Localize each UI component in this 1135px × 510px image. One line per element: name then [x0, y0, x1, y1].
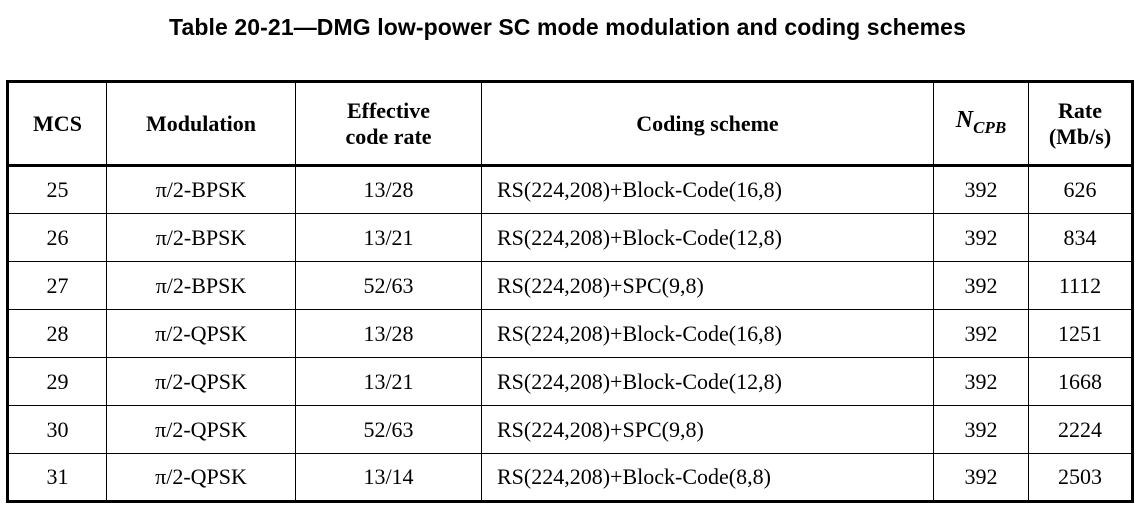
cell-modulation: π/2-QPSK [106, 453, 296, 502]
header-code-rate-line2: code rate [345, 123, 432, 149]
cell-modulation: π/2-BPSK [106, 165, 296, 214]
header-rate: Rate (Mb/s) [1028, 81, 1133, 167]
table-row: 31 π/2-QPSK 13/14 RS(224,208)+Block-Code… [7, 453, 1133, 502]
cell-modulation: π/2-BPSK [106, 213, 296, 262]
cell-mcs: 26 [7, 213, 107, 262]
cell-rate: 1251 [1028, 309, 1133, 358]
table-body: 25 π/2-BPSK 13/28 RS(224,208)+Block-Code… [7, 165, 1133, 502]
cell-rate: 834 [1028, 213, 1133, 262]
header-code-rate-line1: Effective [346, 97, 431, 123]
cell-ncpb: 392 [933, 405, 1029, 454]
cell-coding-scheme: RS(224,208)+SPC(9,8) [481, 261, 934, 310]
cell-mcs: 30 [7, 405, 107, 454]
cell-modulation: π/2-QPSK [106, 309, 296, 358]
header-modulation: Modulation [106, 81, 296, 167]
header-ncpb-main: N [955, 106, 974, 133]
cell-coding-scheme: RS(224,208)+Block-Code(8,8) [481, 453, 934, 502]
cell-coding-scheme: RS(224,208)+SPC(9,8) [481, 405, 934, 454]
cell-modulation: π/2-BPSK [106, 261, 296, 310]
header-mcs: MCS [7, 81, 107, 167]
table-caption: Table 20-21—DMG low-power SC mode modula… [169, 14, 966, 40]
cell-ncpb: 392 [933, 213, 1029, 262]
header-ncpb-sub: CPB [973, 117, 1007, 137]
cell-mcs: 25 [7, 165, 107, 214]
header-rate-line2: (Mb/s) [1048, 123, 1112, 149]
table-row: 28 π/2-QPSK 13/28 RS(224,208)+Block-Code… [7, 309, 1133, 358]
cell-ncpb: 392 [933, 165, 1029, 214]
cell-code-rate: 13/21 [295, 213, 482, 262]
table-row: 26 π/2-BPSK 13/21 RS(224,208)+Block-Code… [7, 213, 1133, 262]
table-header: MCS Modulation Effective code rate Codin… [7, 81, 1133, 167]
cell-modulation: π/2-QPSK [106, 405, 296, 454]
cell-modulation: π/2-QPSK [106, 357, 296, 406]
cell-mcs: 29 [7, 357, 107, 406]
cell-coding-scheme: RS(224,208)+Block-Code(16,8) [481, 165, 934, 214]
cell-rate: 626 [1028, 165, 1133, 214]
header-coding-scheme: Coding scheme [481, 81, 934, 167]
cell-mcs: 28 [7, 309, 107, 358]
cell-coding-scheme: RS(224,208)+Block-Code(16,8) [481, 309, 934, 358]
cell-rate: 1668 [1028, 357, 1133, 406]
header-ncpb-symbol: NCPB [955, 106, 1006, 137]
cell-code-rate: 52/63 [295, 405, 482, 454]
cell-rate: 2503 [1028, 453, 1133, 502]
cell-code-rate: 52/63 [295, 261, 482, 310]
cell-ncpb: 392 [933, 309, 1029, 358]
cell-mcs: 27 [7, 261, 107, 310]
cell-code-rate: 13/28 [295, 165, 482, 214]
table-row: 29 π/2-QPSK 13/21 RS(224,208)+Block-Code… [7, 357, 1133, 406]
table-row: 30 π/2-QPSK 52/63 RS(224,208)+SPC(9,8) 3… [7, 405, 1133, 454]
cell-ncpb: 392 [933, 261, 1029, 310]
header-row: MCS Modulation Effective code rate Codin… [7, 81, 1133, 167]
table-row: 27 π/2-BPSK 52/63 RS(224,208)+SPC(9,8) 3… [7, 261, 1133, 310]
cell-ncpb: 392 [933, 357, 1029, 406]
cell-code-rate: 13/28 [295, 309, 482, 358]
cell-coding-scheme: RS(224,208)+Block-Code(12,8) [481, 357, 934, 406]
mcs-table: MCS Modulation Effective code rate Codin… [6, 80, 1134, 503]
cell-rate: 1112 [1028, 261, 1133, 310]
cell-mcs: 31 [7, 453, 107, 502]
header-code-rate: Effective code rate [295, 81, 482, 167]
cell-rate: 2224 [1028, 405, 1133, 454]
cell-ncpb: 392 [933, 453, 1029, 502]
header-ncpb: NCPB [933, 81, 1029, 167]
header-rate-line1: Rate [1058, 97, 1102, 123]
table-row: 25 π/2-BPSK 13/28 RS(224,208)+Block-Code… [7, 165, 1133, 214]
cell-code-rate: 13/21 [295, 357, 482, 406]
cell-coding-scheme: RS(224,208)+Block-Code(12,8) [481, 213, 934, 262]
cell-code-rate: 13/14 [295, 453, 482, 502]
